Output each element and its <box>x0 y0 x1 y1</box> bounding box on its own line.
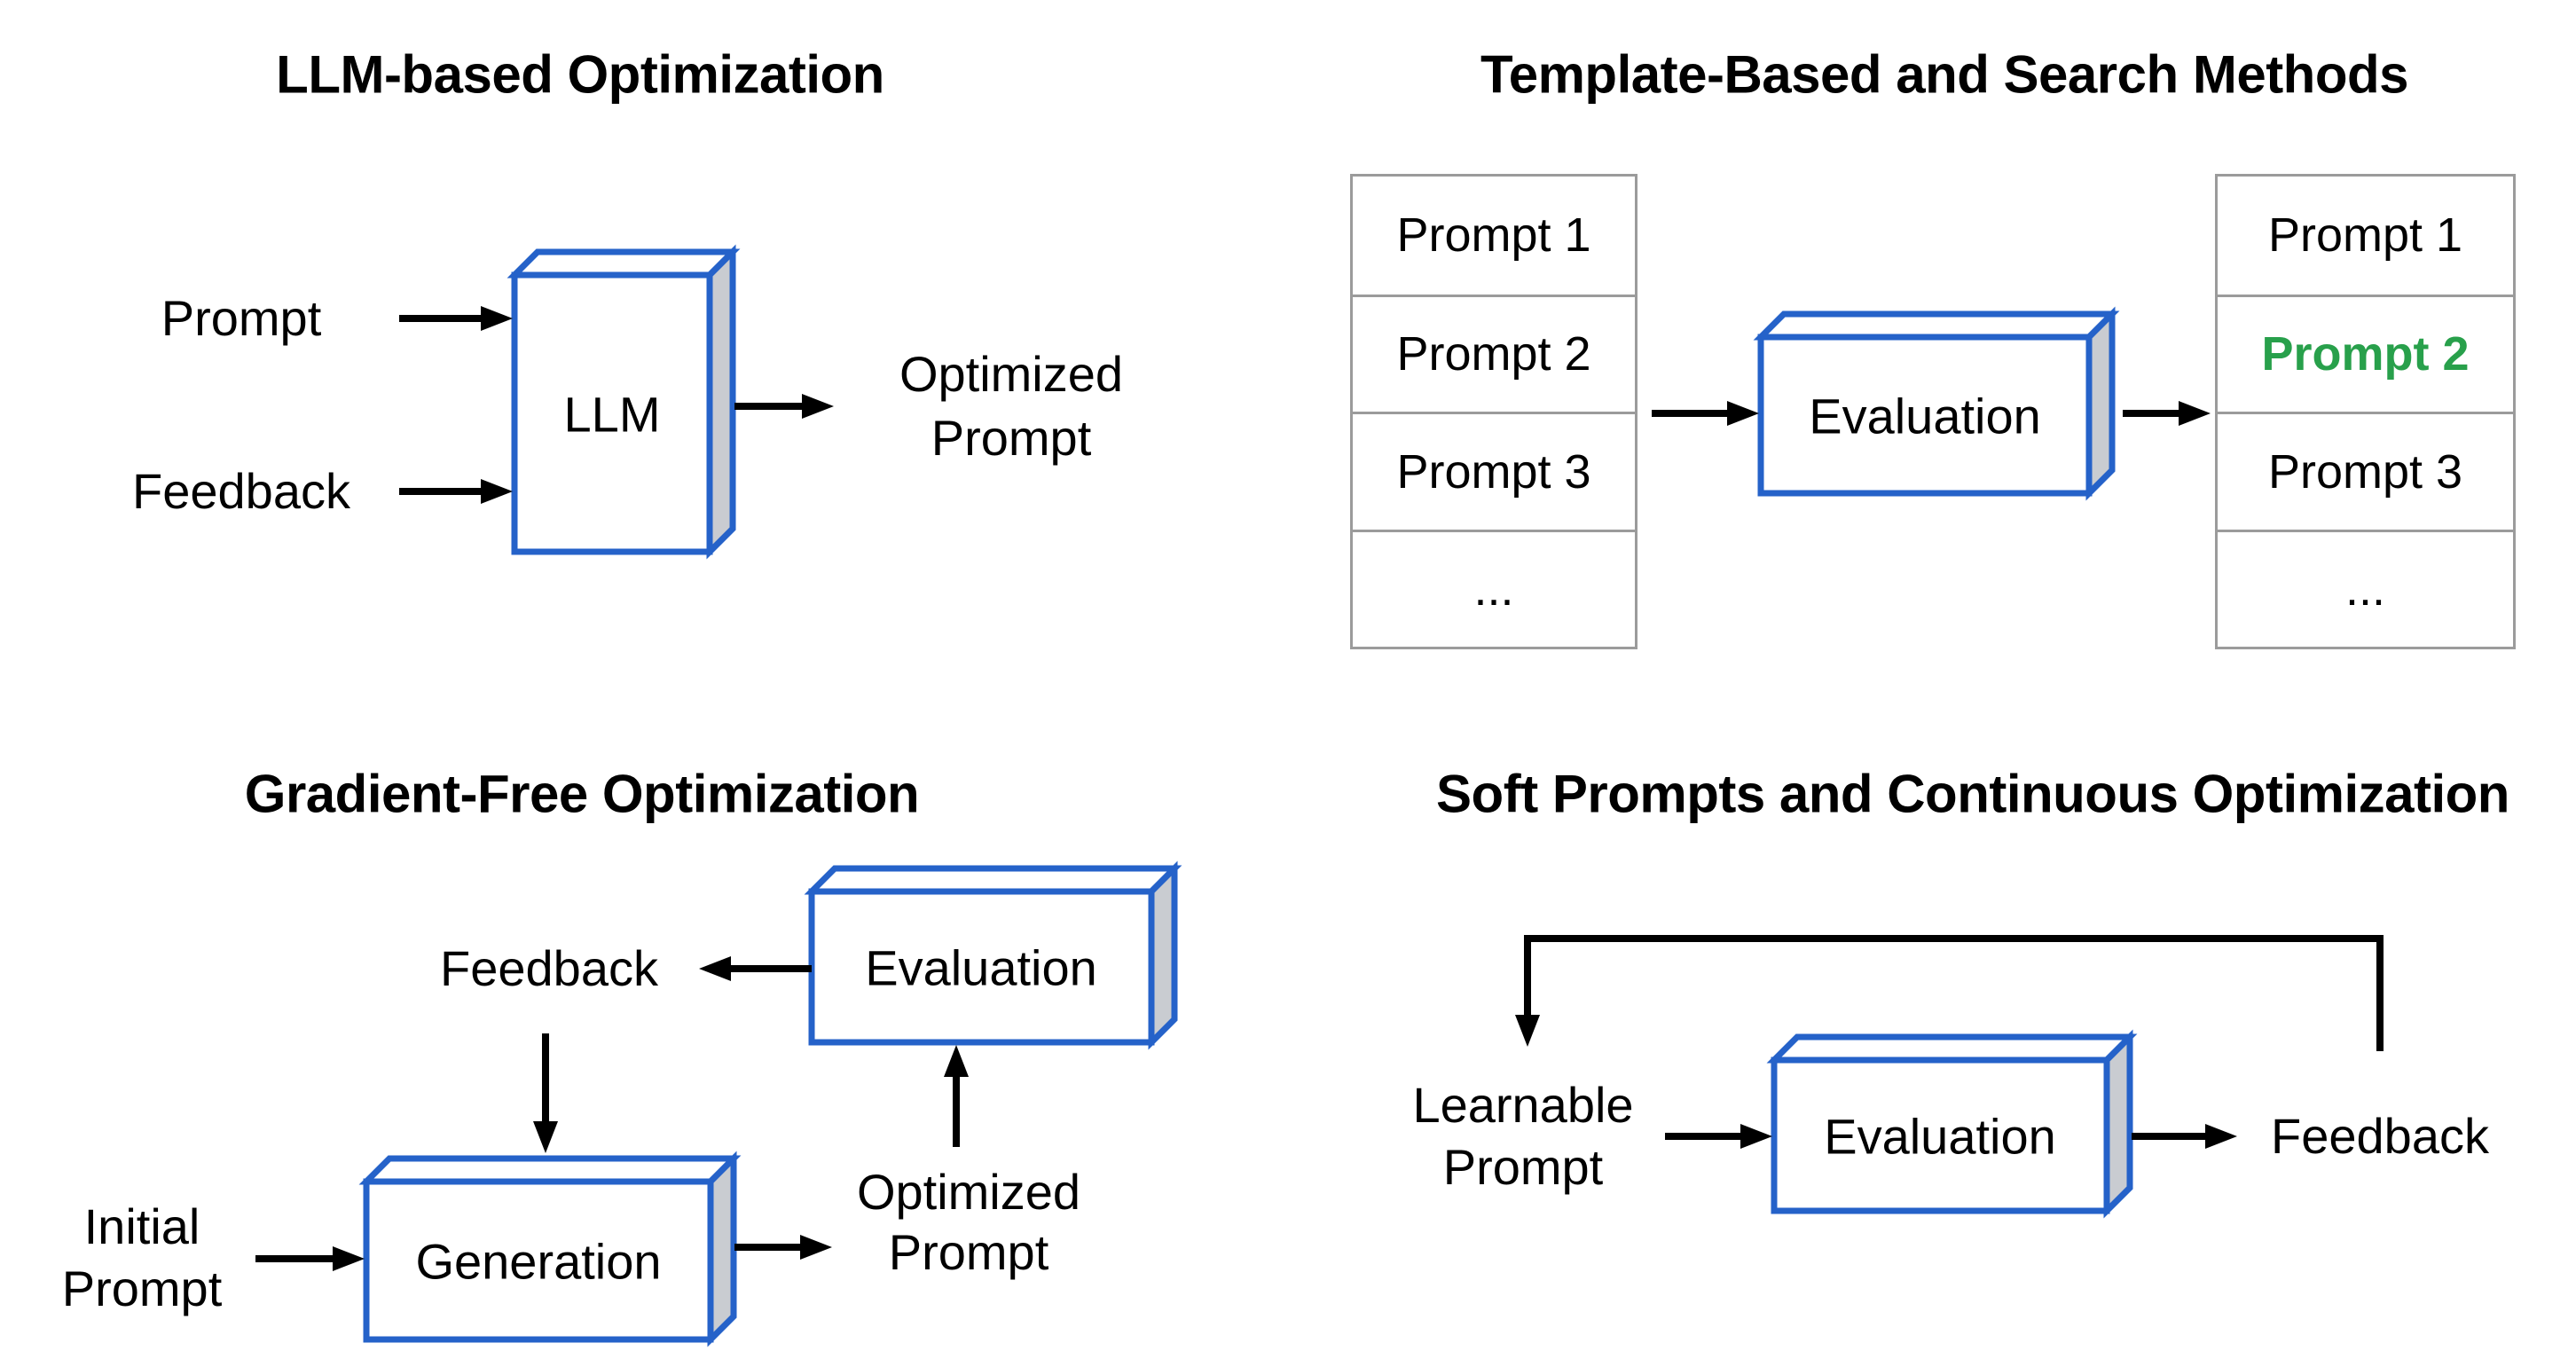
table-row: Prompt 1 <box>1396 208 1591 263</box>
title-template-based-search: Template-Based and Search Methods <box>1480 44 2408 105</box>
evaluation-box-gradient-free <box>804 860 1182 1050</box>
candidate-prompt-table: Prompt 1 Prompt 2 Prompt 3 ... <box>1350 174 1637 649</box>
table-row-selected: Prompt 2 <box>2218 294 2513 412</box>
label-line: Prompt <box>1442 1139 1604 1195</box>
label-line: Prompt <box>61 1261 223 1316</box>
generation-box-label: Generation <box>415 1233 662 1290</box>
llm-box-label: LLM <box>563 386 661 443</box>
table-row: Prompt 3 <box>1353 412 1635 530</box>
label-learnable-prompt: Learnable Prompt <box>1412 1074 1633 1198</box>
label-line: Optimized <box>899 346 1124 402</box>
evaluation-box-soft-prompts <box>1766 1029 2138 1219</box>
evaluation-box-label-soft-prompts: Evaluation <box>1824 1108 2056 1165</box>
table-row: Prompt 3 <box>2218 412 2513 530</box>
label-line: Learnable <box>1412 1077 1634 1133</box>
feedback-loop-line <box>1515 935 2384 1051</box>
label-line: Prompt <box>931 410 1092 466</box>
table-row-ellipsis: ... <box>1353 529 1635 648</box>
evaluation-box-label-gradient-free: Evaluation <box>865 939 1097 996</box>
table-row: Prompt 2 <box>1353 294 1635 412</box>
title-soft-prompts-continuous: Soft Prompts and Continuous Optimization <box>1436 764 2509 824</box>
label-line: Optimized <box>856 1164 1081 1220</box>
label-feedback-input: Feedback <box>132 463 350 519</box>
title-gradient-free-optimization: Gradient-Free Optimization <box>244 764 920 824</box>
generation-box <box>358 1151 742 1347</box>
label-feedback-soft-prompts: Feedback <box>2271 1108 2489 1164</box>
evaluation-box-template-search <box>1753 306 2120 501</box>
table-row: Prompt 1 <box>2267 208 2463 263</box>
label-optimized-prompt-gradient-free: Optimized Prompt <box>857 1162 1080 1283</box>
title-llm-based-optimization: LLM-based Optimization <box>276 44 884 105</box>
label-line: Initial <box>83 1198 200 1254</box>
result-prompt-table: Prompt 1 Prompt 2 Prompt 3 ... <box>2215 174 2516 649</box>
label-initial-prompt: Initial Prompt <box>62 1196 223 1320</box>
table-row-ellipsis: ... <box>2218 529 2513 648</box>
label-optimized-prompt-output: Optimized Prompt <box>899 342 1123 470</box>
llm-box <box>507 244 741 560</box>
label-line: Prompt <box>888 1224 1049 1280</box>
label-prompt-input: Prompt <box>161 290 322 346</box>
label-feedback-gradient-free: Feedback <box>440 940 658 996</box>
evaluation-box-label-template-search: Evaluation <box>1809 388 2041 444</box>
